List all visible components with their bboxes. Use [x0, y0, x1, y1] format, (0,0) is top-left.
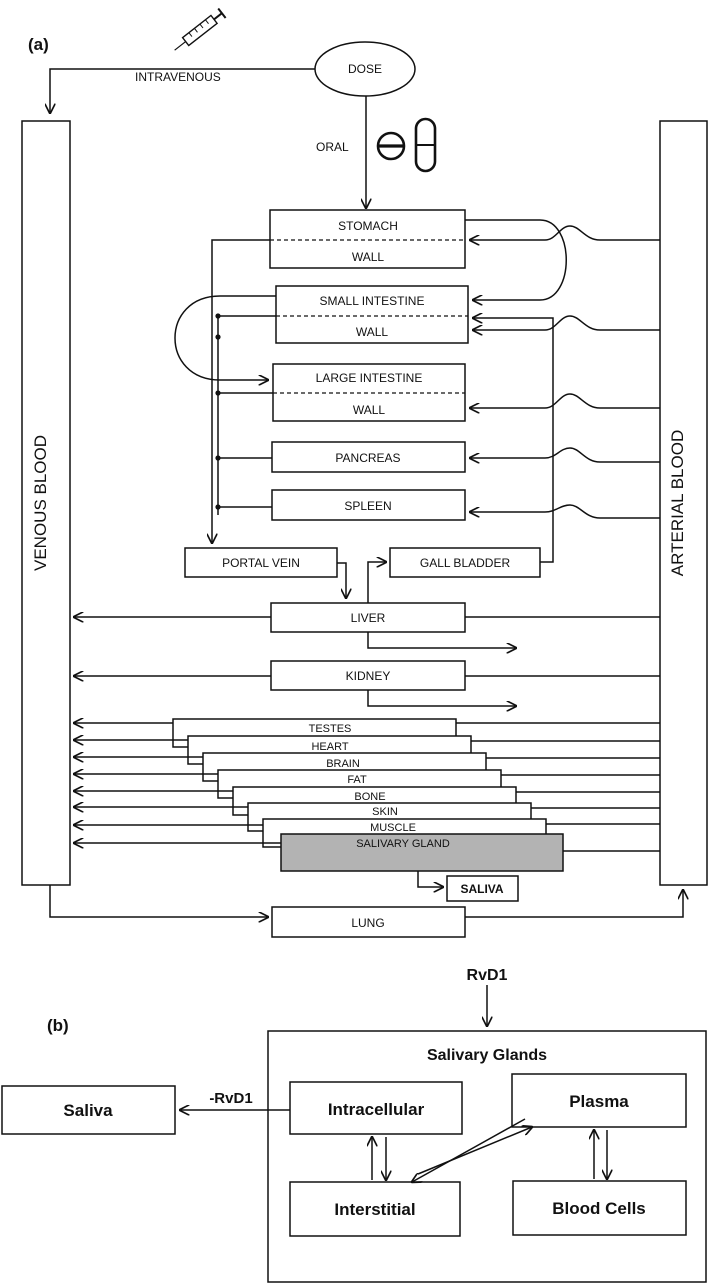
salivary-gland-box: [280, 833, 564, 872]
panel-b-label: (b): [47, 1016, 69, 1035]
pill-icon: [376, 117, 437, 173]
plasma-to-interstitial-arrow: [412, 1118, 526, 1182]
saliva-box-b: [1, 1085, 176, 1135]
liver-label: LIVER: [351, 611, 386, 625]
tissue-stack: TESTES HEART BRAIN FAT BONE SKIN MUSCLE …: [172, 718, 564, 872]
interstitial-box: [289, 1181, 461, 1237]
blood-cells-box: [512, 1180, 687, 1236]
small-intestine-label: SMALL INTESTINE: [320, 294, 425, 308]
portal-vein-box: [184, 547, 338, 578]
pancreas-label: PANCREAS: [335, 451, 400, 465]
plasma-label: Plasma: [569, 1092, 629, 1111]
dose-label: DOSE: [348, 62, 382, 76]
stomach-wall-label: WALL: [352, 250, 385, 264]
large-intestine-wall-label: WALL: [353, 403, 386, 417]
gall-bladder-to-intestine-arrow: [473, 318, 554, 563]
bone-label: BONE: [354, 791, 385, 803]
kidney-label: KIDNEY: [346, 669, 391, 683]
testes-label: TESTES: [309, 723, 352, 735]
saliva-box-a: [446, 875, 519, 902]
fat-label: FAT: [347, 774, 367, 786]
interstitial-label: Interstitial: [334, 1200, 415, 1219]
rvd1-input-label: RvD1: [467, 967, 508, 984]
gland-to-saliva-arrow: [417, 871, 443, 887]
spleen-box: [271, 489, 466, 521]
salivary-glands-compartment: [267, 1030, 707, 1283]
stomach-to-small-intestine-arrow: [465, 219, 567, 300]
large-intestine-label: LARGE INTESTINE: [316, 371, 423, 385]
spleen-label: SPLEEN: [344, 499, 391, 513]
gall-bladder-label: GALL BLADDER: [420, 556, 511, 570]
lung-label: LUNG: [351, 916, 384, 930]
portal-vein-label: PORTAL VEIN: [222, 556, 300, 570]
saliva-label-a: SALIVA: [460, 882, 503, 896]
kidney-elimination-arrow: [367, 690, 516, 706]
salivary-glands-label: Salivary Glands: [427, 1047, 547, 1064]
small-intestine-box: [275, 285, 469, 344]
heart-label: HEART: [311, 741, 348, 753]
plasma-box: [511, 1073, 687, 1128]
intracellular-label: Intracellular: [328, 1100, 425, 1119]
muscle-label: MUSCLE: [370, 822, 416, 834]
minus-rvd1-label: -RvD1: [209, 1090, 252, 1107]
panel-a-label: (a): [28, 35, 49, 54]
arterial-supply-arrows: [470, 225, 660, 519]
lung-box: [271, 906, 466, 938]
liver-to-gall-bladder-arrow: [367, 562, 386, 603]
small-intestine-wall-label: WALL: [356, 325, 389, 339]
small-to-large-intestine-arrow: [174, 295, 276, 380]
stomach-label: STOMACH: [338, 219, 398, 233]
arterial-blood-column: [659, 120, 708, 886]
venous-blood-label: VENOUS BLOOD: [31, 435, 50, 571]
blood-cells-label: Blood Cells: [552, 1199, 646, 1218]
oral-label: ORAL: [316, 140, 349, 154]
portal-collector: [212, 239, 276, 543]
intravenous-label: INTRAVENOUS: [135, 70, 221, 84]
liver-elimination-arrow: [367, 632, 516, 648]
syringe-icon: [174, 7, 227, 51]
intracellular-box: [289, 1081, 463, 1135]
pancreas-box: [271, 441, 466, 473]
portal-vein-to-liver-arrow: [337, 562, 346, 598]
tissue-flow-lines: [74, 723, 660, 852]
stomach-box: [269, 209, 466, 269]
saliva-label-b: Saliva: [63, 1101, 113, 1120]
skin-label: SKIN: [372, 806, 398, 818]
intravenous-arrow: [50, 68, 315, 113]
brain-label: BRAIN: [326, 758, 360, 770]
lung-to-arterial-arrow: [465, 890, 683, 918]
salivary-gland-label: SALIVARY GLAND: [356, 838, 450, 850]
interstitial-to-plasma-arrow: [417, 1127, 532, 1175]
venous-blood-column: [21, 120, 71, 886]
arterial-blood-label: ARTERIAL BLOOD: [668, 430, 687, 576]
venous-to-lung-arrow: [49, 885, 268, 917]
